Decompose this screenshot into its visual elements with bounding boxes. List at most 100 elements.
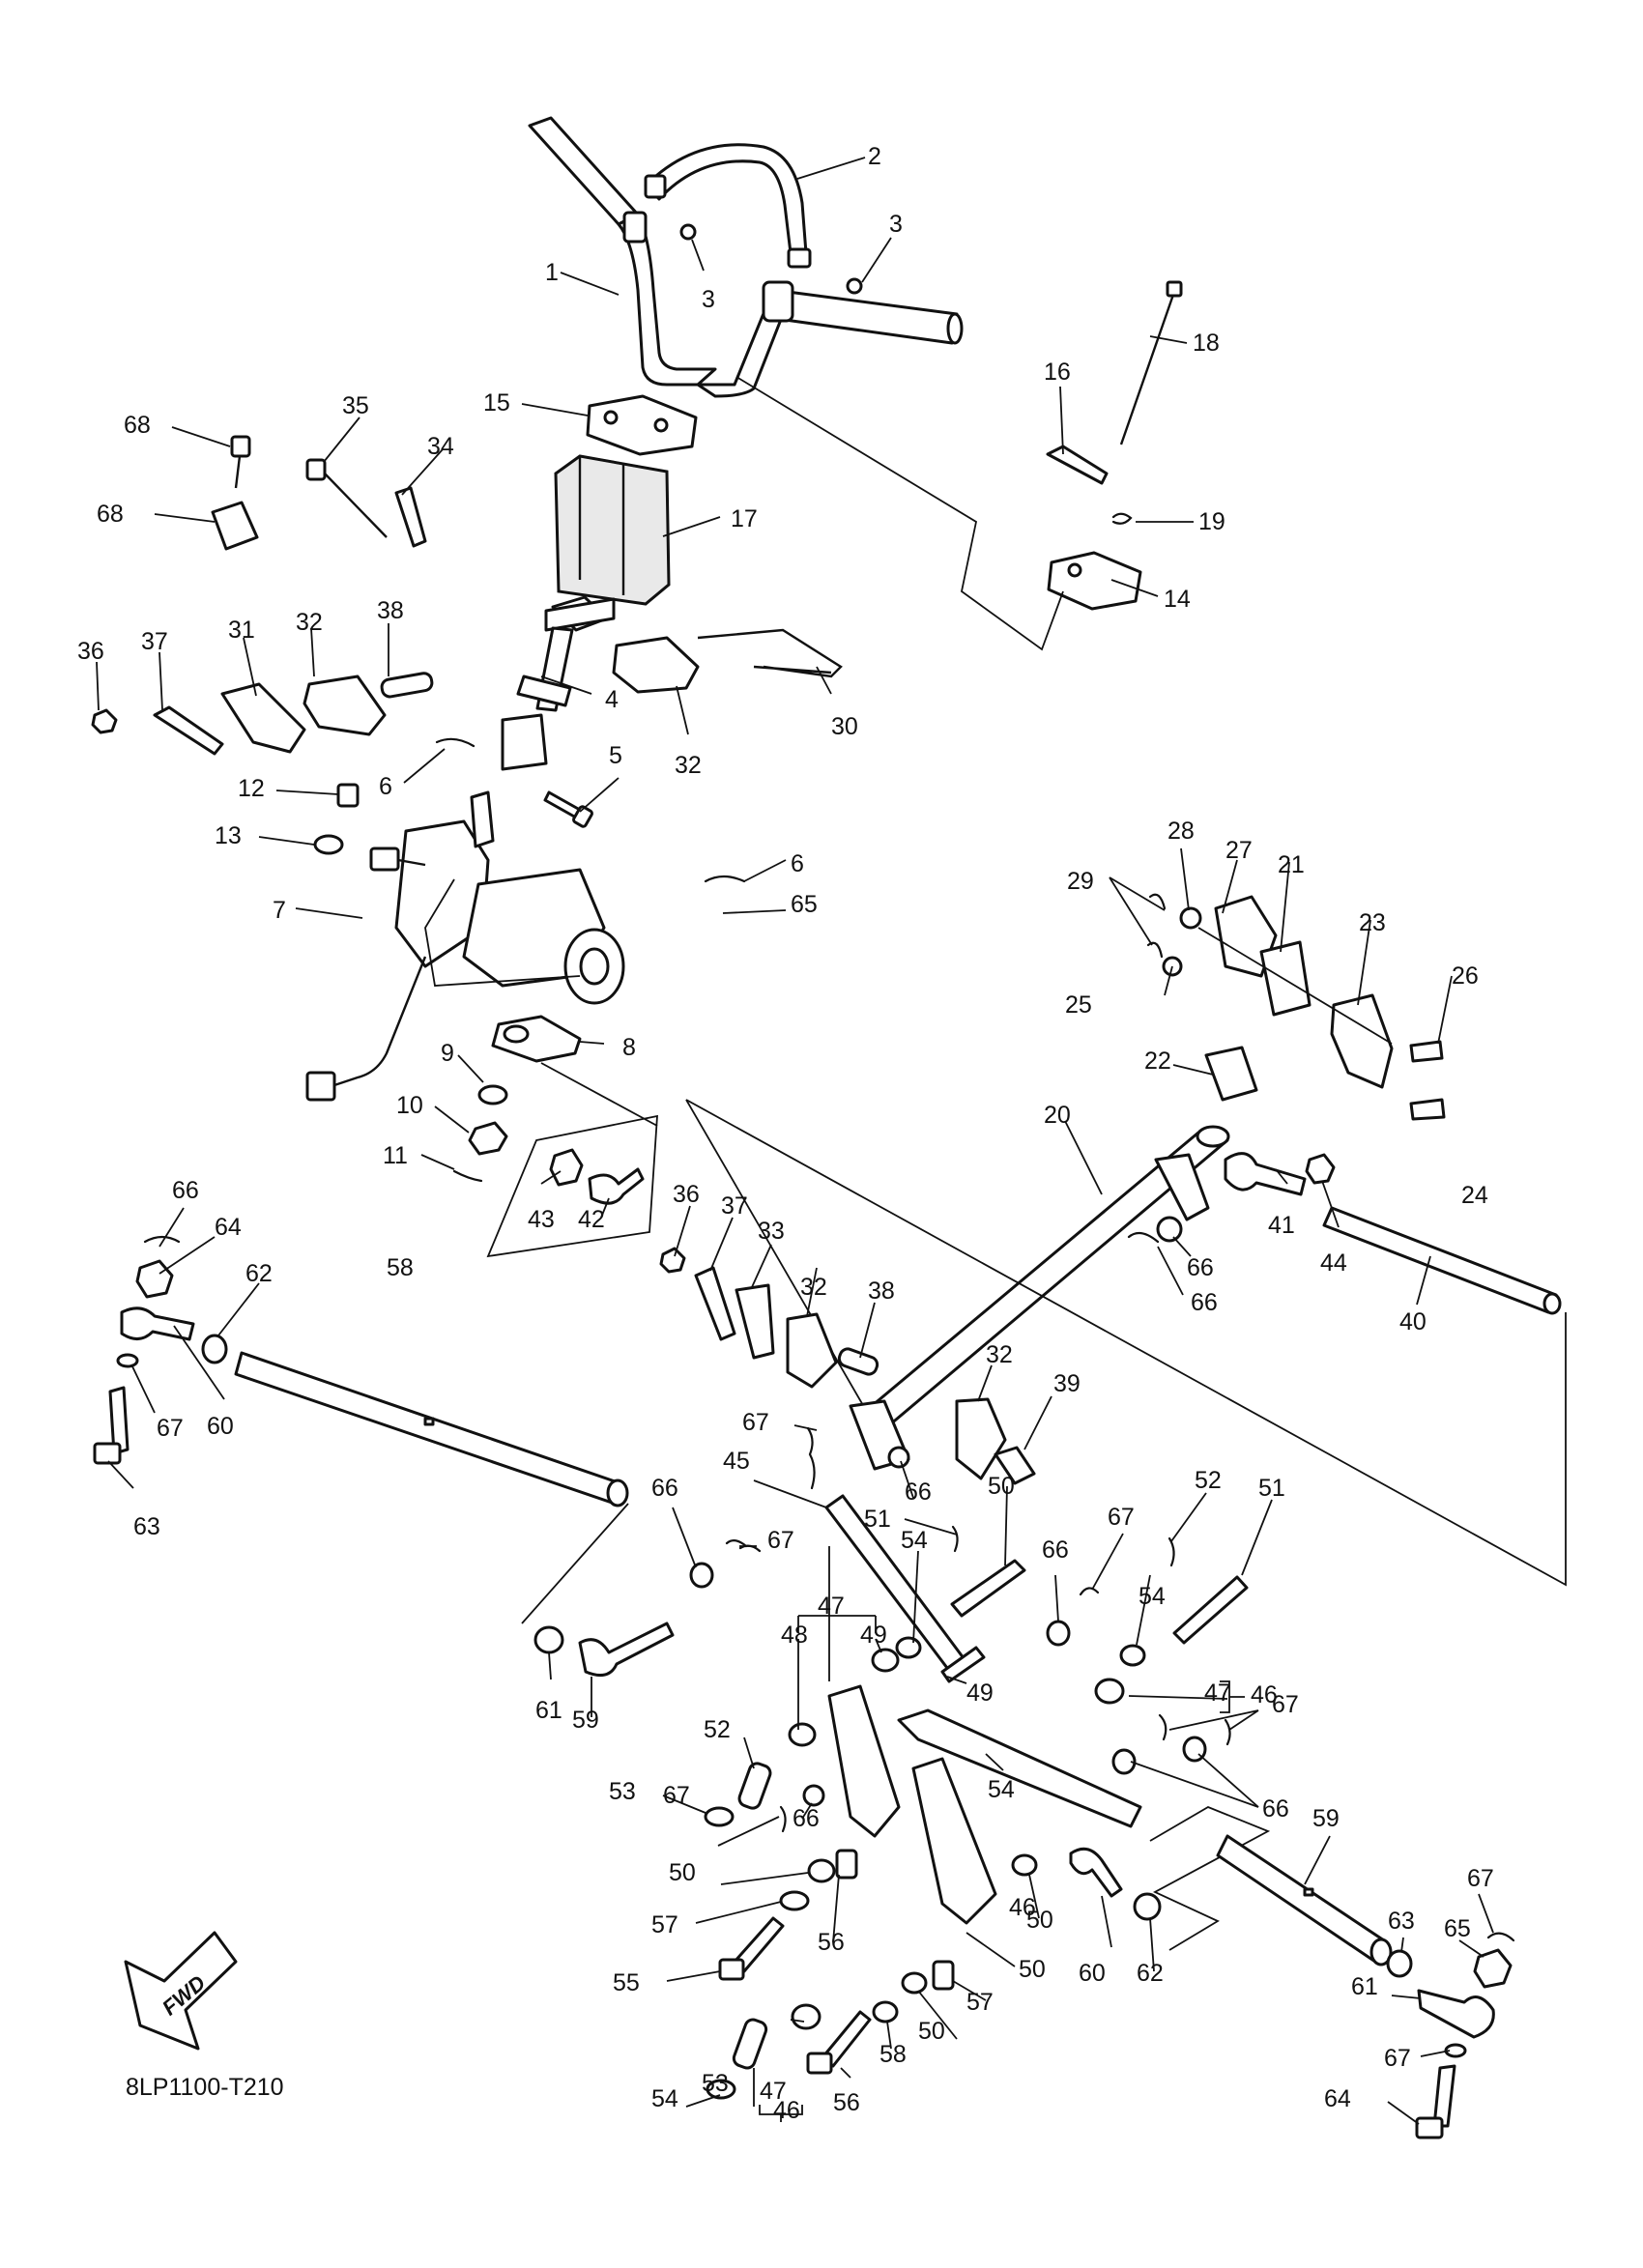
cotter-pin-52-b xyxy=(1167,1536,1175,1567)
callout: 53 xyxy=(609,1778,636,1805)
cotter-pin-6-upper xyxy=(435,737,476,748)
callout: 7 xyxy=(273,897,286,924)
washer-58-bottom xyxy=(872,2000,899,2024)
group-frame-lower-bracket xyxy=(540,1062,658,1127)
callout: 62 xyxy=(1137,1960,1164,1987)
tie-rod-end-42 xyxy=(588,1167,645,1205)
washer-9 xyxy=(477,1084,508,1105)
callout: 1 xyxy=(545,259,559,286)
fwd-arrow-icon xyxy=(124,1931,238,2051)
callout: 35 xyxy=(342,392,369,419)
clip-19 xyxy=(1111,512,1133,525)
cotter-pin-67-left-arm xyxy=(779,1805,787,1833)
nut-66-mid xyxy=(1156,1216,1183,1243)
bolt-56-bottom-head xyxy=(806,2052,833,2075)
washer-54-b xyxy=(1119,1644,1146,1667)
group-frame-left xyxy=(521,1503,629,1624)
pitman-arm-46 xyxy=(911,1757,997,1925)
bolt-51-a xyxy=(950,1559,1026,1618)
tie-rod-end-60-right xyxy=(1069,1847,1123,1898)
washer-68-left xyxy=(116,1353,139,1368)
callout: 14 xyxy=(1164,586,1191,613)
group-frame-steering xyxy=(424,878,581,987)
callout: 27 xyxy=(1225,837,1253,864)
bolt-3-right xyxy=(846,277,863,295)
callout: 58 xyxy=(387,1254,414,1281)
nut-28 xyxy=(1179,906,1202,930)
tie-rod-end-61-left xyxy=(120,1306,195,1341)
callout: 55 xyxy=(613,1969,640,1996)
nut-36-mid xyxy=(659,1247,686,1274)
callout: 3 xyxy=(702,286,715,313)
callout: 50 xyxy=(918,2018,945,2045)
callout: 9 xyxy=(441,1040,454,1067)
bolt-64-right-head xyxy=(1415,2116,1444,2139)
callout: 46 xyxy=(1251,1681,1278,1708)
callout: 67 xyxy=(157,1415,184,1442)
clamp-69 xyxy=(211,501,259,551)
bolt-3-left xyxy=(679,223,697,241)
washer-54-bottom xyxy=(706,2079,736,2100)
callout: 28 xyxy=(1167,818,1195,845)
callout: 66 xyxy=(905,1479,932,1506)
lower-bracket xyxy=(491,1015,582,1063)
callout: 67 xyxy=(1384,2045,1411,2072)
tie-rod-end-61-right xyxy=(1417,1989,1495,2039)
collar-57-left xyxy=(835,1849,858,1880)
bushing-50-bottom xyxy=(901,1971,928,1995)
callout: 29 xyxy=(1067,868,1094,895)
callout: 49 xyxy=(966,1679,994,1707)
washer-54-a xyxy=(895,1636,922,1659)
callout: 66 xyxy=(1187,1254,1214,1281)
cotter-pin-67-lower-a xyxy=(1158,1713,1167,1741)
bushing-49b xyxy=(871,1648,900,1673)
callout: 54 xyxy=(651,2085,678,2112)
link-55 xyxy=(897,1708,1142,1828)
link-37-left xyxy=(153,705,224,756)
callout: 20 xyxy=(1044,1102,1071,1129)
bolt-64-right xyxy=(1432,2064,1456,2128)
callout: 38 xyxy=(868,1278,895,1305)
callout: 6 xyxy=(379,773,392,800)
upper-handlebar-holder xyxy=(586,394,698,456)
cotter-pin-67-mid-d xyxy=(1079,1587,1100,1596)
callout: 49 xyxy=(860,1622,887,1649)
nut-63-left xyxy=(201,1334,228,1364)
callout: 47 xyxy=(818,1593,845,1620)
callout: 47 xyxy=(1204,1679,1231,1707)
callout: 50 xyxy=(1026,1907,1053,1934)
callout: 23 xyxy=(1359,909,1386,936)
callout: 68 xyxy=(97,501,124,528)
group-frame-upper xyxy=(735,376,1064,651)
callout: 26 xyxy=(1452,962,1479,990)
link-37-mid xyxy=(694,1266,736,1341)
callout: 48 xyxy=(781,1622,808,1649)
callout: 64 xyxy=(215,1214,242,1241)
bolt-64-left xyxy=(108,1386,130,1455)
callout: 41 xyxy=(1268,1212,1295,1239)
callout: 6 xyxy=(791,850,804,877)
callout: 11 xyxy=(383,1142,408,1169)
callout: 42 xyxy=(578,1206,605,1233)
callout: 58 xyxy=(879,2041,907,2068)
bushing-50-left xyxy=(807,1858,836,1883)
callout: 33 xyxy=(758,1218,785,1245)
lever-32-lower xyxy=(955,1397,1007,1480)
breather-hose xyxy=(644,143,812,269)
callout: 68 xyxy=(124,412,151,439)
cotter-pin-11 xyxy=(452,1169,483,1183)
callout: 51 xyxy=(1258,1475,1285,1502)
tie-rod-59-left xyxy=(234,1351,629,1507)
callout: 66 xyxy=(172,1177,199,1204)
nut-66-pivot xyxy=(887,1446,910,1469)
callout: 18 xyxy=(1193,330,1220,357)
callout: 12 xyxy=(238,775,265,802)
rod-40 xyxy=(1322,1206,1562,1315)
cotter-pin-67-right-end xyxy=(1486,1932,1515,1942)
cotter-pin-29b xyxy=(1146,941,1164,959)
bolt-35 xyxy=(305,458,327,481)
washer-13 xyxy=(313,834,344,855)
nut-66-link-a xyxy=(1111,1748,1137,1775)
bolt-51-b xyxy=(1172,1575,1249,1645)
